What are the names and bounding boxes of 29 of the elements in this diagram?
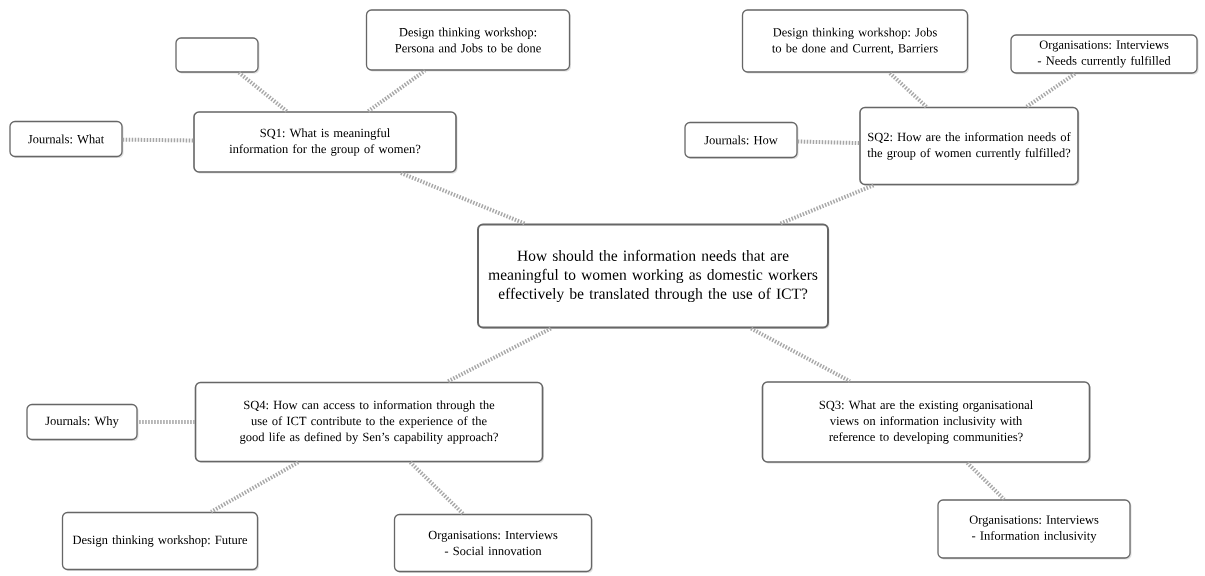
connector-line	[965, 461, 1006, 501]
main-question-box: How should the information needs that are meaningful to women working as domestic workers effectively be translated through the use of ICT?	[477, 223, 830, 329]
connector-line	[237, 71, 289, 113]
connector-line	[888, 71, 928, 109]
source-box: Design thinking workshop: Jobs to be done and Current, Barriers	[741, 9, 969, 74]
connector-line	[797, 139, 860, 146]
question-box: SQ4: How can access to information through the use of ICT contribute to the experience of the good life as defined by Sen’s capability approach?	[194, 381, 544, 463]
connector-line	[210, 460, 300, 514]
source-box: Journals: What	[9, 120, 124, 158]
source-box: Design thinking workshop: Persona and Jobs to be done	[365, 9, 571, 72]
source-box: Organisations: Interviews - Social innovation	[393, 513, 593, 573]
connector-line	[399, 170, 526, 226]
question-box: SQ3: What are the existing organisational views on information inclusivity with reference to developing communities?	[761, 381, 1091, 464]
connector-line	[408, 460, 465, 516]
question-box: SQ1: What is meaningful information for the group of women?	[193, 111, 458, 174]
connector-line	[122, 137, 194, 143]
source-box: Organisations: Interviews - Needs currently fulfilled	[1010, 34, 1199, 75]
source-box	[175, 37, 260, 74]
connector-line	[367, 69, 427, 113]
question-box: SQ2: How are the information needs of the group of women currently fulfilled?	[859, 106, 1080, 186]
source-box: Journals: How	[684, 121, 799, 159]
source-box: Journals: Why	[26, 403, 139, 441]
connector-line	[779, 183, 875, 226]
source-box: Design thinking workshop: Future	[61, 511, 259, 571]
connector-line	[446, 326, 552, 384]
connector-line	[1025, 72, 1077, 109]
connector-line	[137, 420, 195, 424]
source-box: Organisations: Interviews - Information inclusivity	[937, 499, 1132, 560]
connector-line	[750, 326, 851, 383]
